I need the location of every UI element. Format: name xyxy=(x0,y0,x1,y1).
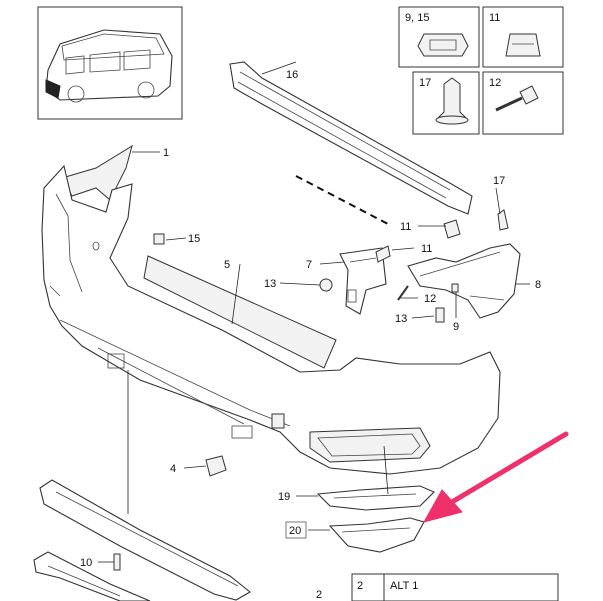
clip-9-15-icon xyxy=(417,33,469,57)
leader-lines xyxy=(98,61,530,563)
callout-labels: 1 15 5 16 17 11 11 7 13 12 13 9 8 4 19 2… xyxy=(80,69,541,601)
highlight-arrow xyxy=(422,431,569,523)
part-11-clip-upper-icon xyxy=(443,219,461,239)
callout-9: 9 xyxy=(453,321,459,333)
detail-box-label: 9, 15 xyxy=(405,12,429,24)
callout-5: 5 xyxy=(224,259,230,271)
callout-17: 17 xyxy=(493,175,505,187)
callout-20-box xyxy=(285,521,307,539)
callout-7: 7 xyxy=(306,259,312,271)
part-10-screw xyxy=(113,553,121,571)
part-8-right-bracket xyxy=(397,209,521,323)
arrow-head-icon xyxy=(422,489,463,523)
part-7-bracket xyxy=(319,245,391,315)
part-5-trim-strip xyxy=(143,255,337,369)
callout-2: 2 xyxy=(316,589,322,601)
callout-4: 4 xyxy=(170,463,176,475)
callout-16: 16 xyxy=(286,69,298,81)
callout-15: 15 xyxy=(188,233,200,245)
blind-rivet-12-icon xyxy=(495,96,523,112)
part-9-clip-icon xyxy=(451,283,459,293)
callout-12: 12 xyxy=(424,293,436,305)
detail-box-17: 17 xyxy=(412,71,480,135)
callout-1: 1 xyxy=(163,147,169,159)
detail-box-label: 12 xyxy=(489,77,501,89)
part-2-lower-spoiler xyxy=(33,479,251,601)
alt-table-label: ALT 1 xyxy=(390,580,418,592)
part-4-tow-eye-cover xyxy=(205,455,227,477)
callout-10: 10 xyxy=(80,557,92,569)
detail-box-label: 11 xyxy=(489,12,500,24)
part-12-rivet-icon xyxy=(397,285,409,301)
part-13-screw-icon xyxy=(319,278,333,292)
vehicle-thumbnail xyxy=(37,6,183,120)
callout-13-left: 13 xyxy=(264,278,276,290)
detail-box-11: 11 xyxy=(482,6,564,68)
part-1-side-bracket xyxy=(61,144,133,201)
clip-11-icon xyxy=(505,33,541,57)
callout-20: 20 xyxy=(289,525,301,537)
detail-box-9-15: 9, 15 xyxy=(398,6,480,68)
callout-19: 19 xyxy=(278,491,290,503)
callout-13-right: 13 xyxy=(395,313,407,325)
part-16-bumper-reinforcement xyxy=(229,61,473,225)
callout-11-lower: 11 xyxy=(421,243,432,255)
alt-table-number: 2 xyxy=(357,580,363,592)
part-13-bolt-icon xyxy=(435,307,445,323)
detail-box-12: 12 xyxy=(482,71,564,135)
part-17-rivet-icon xyxy=(497,209,509,231)
highlight-rear-bumper xyxy=(45,79,61,99)
part-5-bumper-cover xyxy=(41,164,501,475)
part-19-reflector-trim xyxy=(316,485,435,511)
dashed-position-line xyxy=(295,175,389,225)
detail-box-label: 17 xyxy=(419,77,431,89)
callout-11-upper: 11 xyxy=(400,221,411,233)
part-11-clip-icon xyxy=(375,245,391,263)
alt-table: 2 ALT 1 xyxy=(351,573,559,601)
callout-8: 8 xyxy=(535,279,541,291)
part-20-lower-trim xyxy=(328,517,425,553)
reflector-housing xyxy=(309,427,431,463)
part-15-clip xyxy=(153,233,165,245)
